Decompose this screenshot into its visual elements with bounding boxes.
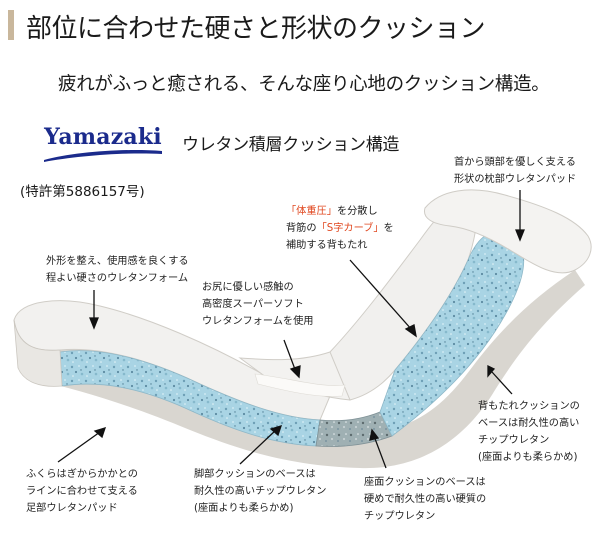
logo-swoosh-icon bbox=[44, 150, 162, 162]
backrest-base-line-1: 背もたれクッションの bbox=[478, 401, 580, 412]
seat-base-line-1: 座面クッションのベースは bbox=[364, 477, 486, 488]
calf-pad-line-2: ラインに合わせて支える bbox=[26, 486, 138, 497]
leg-base-line-3: (座面よりも柔らかめ) bbox=[194, 503, 294, 514]
yamazaki-logo: Yamazaki bbox=[44, 124, 162, 164]
backrest-base-line-4: (座面よりも柔らかめ) bbox=[478, 452, 578, 463]
seat-base-line-3: チップウレタン bbox=[364, 511, 436, 522]
backrest-line-2-post: を bbox=[383, 223, 394, 234]
backrest-base-label: 背もたれクッションの ベースは耐久性の高い チップウレタン (座面よりも柔らかめ… bbox=[478, 398, 580, 466]
backrest-line-1: 「体重圧」を分散し bbox=[286, 203, 394, 220]
headrest-pad-line-2: 形状の枕部ウレタンパッド bbox=[454, 174, 577, 185]
calf-pad-line-1: ふくらはぎからかかとの bbox=[26, 469, 138, 480]
calf-pad-line-3: 足部ウレタンパッド bbox=[26, 503, 118, 514]
seat-base-label: 座面クッションのベースは 硬めで耐久性の高い硬質の チップウレタン bbox=[364, 474, 486, 525]
structure-title: ウレタン積層クッション構造 bbox=[182, 135, 400, 155]
leg-base-line-1: 脚部クッションのベースは bbox=[194, 469, 316, 480]
soft-sponge-layer bbox=[254, 373, 346, 397]
calf-pad-label: ふくらはぎからかかとの ラインに合わせて支える 足部ウレタンパッド bbox=[26, 466, 138, 517]
page-subtitle: 疲れがふっと癒される、そんな座り心地のクッション構造。 bbox=[58, 74, 550, 95]
s-curve-highlight: 「S字カーブ」 bbox=[316, 223, 384, 234]
headrest-foam bbox=[423, 189, 592, 274]
annotation-pointers bbox=[57, 190, 525, 469]
seat-soft-line-2: 高密度スーパーソフト bbox=[202, 299, 304, 310]
patent-number: (特許第5886157号) bbox=[20, 184, 145, 200]
cushion-shadow-layer bbox=[30, 270, 585, 469]
headrest-pad-label: 首から頭部を優しく支える 形状の枕部ウレタンパッド bbox=[454, 154, 576, 188]
seat-soft-label: お尻に優しい感触の 高密度スーパーソフト ウレタンフォームを使用 bbox=[202, 279, 313, 330]
leg-base-label: 脚部クッションのベースは 耐久性の高いチップウレタン (座面よりも柔らかめ) bbox=[194, 466, 326, 517]
backrest-line-2-pre: 背筋の bbox=[286, 223, 317, 234]
backrest-line-2: 背筋の「S字カーブ」を bbox=[286, 220, 394, 237]
outer-shape-line-2: 程よい硬さのウレタンフォーム bbox=[46, 273, 189, 284]
backrest-line-3: 補助する背もたれ bbox=[286, 240, 368, 251]
seat-soft-line-3: ウレタンフォームを使用 bbox=[202, 316, 314, 327]
backrest-base-line-2: ベースは耐久性の高い bbox=[478, 418, 580, 429]
page-title: 部位に合わせた硬さと形状のクッション bbox=[26, 14, 486, 44]
backrest-label: 「体重圧」を分散し 背筋の「S字カーブ」を 補助する背もたれ bbox=[286, 203, 394, 254]
headrest-pad-line-1: 首から頭部を優しく支える bbox=[454, 157, 576, 168]
seat-soft-line-1: お尻に優しい感触の bbox=[202, 282, 294, 293]
outer-shape-line-1: 外形を整え、使用感を良くする bbox=[46, 256, 189, 267]
logo-wordmark: Yamazaki bbox=[44, 124, 162, 150]
backrest-base-line-3: チップウレタン bbox=[478, 435, 550, 446]
calf-pad-foam bbox=[13, 319, 63, 387]
leg-base-line-2: 耐久性の高いチップウレタン bbox=[194, 486, 327, 497]
outer-shape-label: 外形を整え、使用感を良くする 程よい硬さのウレタンフォーム bbox=[46, 253, 189, 287]
title-accent-bar bbox=[8, 10, 14, 40]
backrest-line-1-text: を分散し bbox=[336, 206, 378, 217]
body-pressure-highlight: 「体重圧」 bbox=[286, 206, 337, 217]
seat-base-line-2: 硬めで耐久性の高い硬質の bbox=[364, 494, 487, 505]
